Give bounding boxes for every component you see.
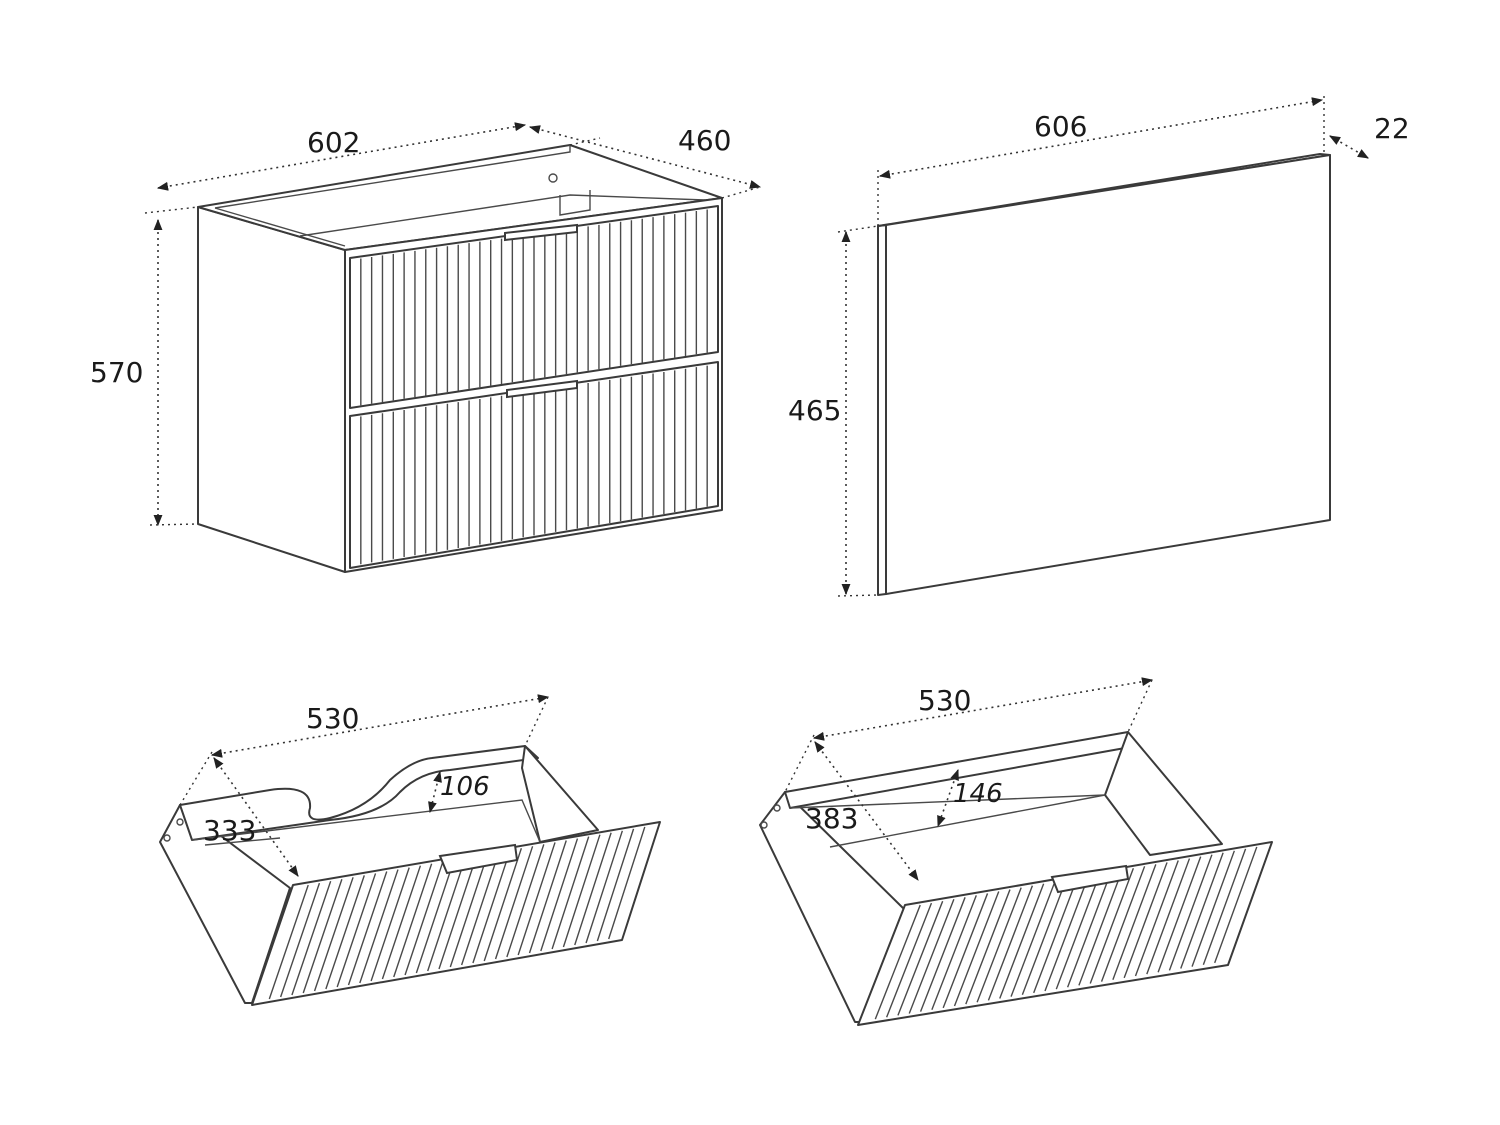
flute-line xyxy=(885,902,933,1018)
flute-line xyxy=(1100,866,1146,982)
flute-line xyxy=(874,904,921,1020)
flute-line xyxy=(1123,862,1168,979)
flute-line xyxy=(381,865,422,980)
mirror-panel: 606 22 465 xyxy=(788,96,1410,597)
cabinet-height-label: 570 xyxy=(90,356,143,389)
drawer1-height-label: 106 xyxy=(440,772,490,802)
flute-line xyxy=(1089,868,1135,984)
flute-line xyxy=(449,853,489,968)
flute-line xyxy=(1033,877,1078,994)
flute-line xyxy=(483,848,523,962)
drawer2-right-side xyxy=(1104,731,1223,856)
flute-line xyxy=(1044,875,1090,992)
flute-line xyxy=(1010,881,1056,997)
flute-line xyxy=(506,844,545,958)
vanity-cabinet: 602 460 570 xyxy=(90,122,762,573)
flute-line xyxy=(325,875,365,990)
flute-line xyxy=(965,889,1011,1005)
flute-line xyxy=(438,855,478,970)
flute-line xyxy=(336,873,377,988)
mirror-side-edge xyxy=(877,224,887,596)
flute-line xyxy=(596,828,635,942)
flute-line xyxy=(1134,860,1179,977)
flute-line xyxy=(347,871,388,986)
drawer2-height-label: 146 xyxy=(953,779,1003,809)
flute-line xyxy=(1112,864,1157,980)
drawer1-handle xyxy=(438,843,519,875)
drawer1-fluting xyxy=(268,826,646,1000)
flute-line xyxy=(999,883,1045,999)
flute-line xyxy=(1214,846,1258,964)
flute-line xyxy=(517,842,556,956)
flute-line xyxy=(460,851,500,966)
flute-line xyxy=(540,838,579,952)
flute-line xyxy=(1055,873,1101,990)
flute-line xyxy=(370,867,410,982)
flute-line xyxy=(1157,856,1202,973)
flute-line xyxy=(359,869,399,984)
flute-line xyxy=(1168,854,1213,971)
flute-line xyxy=(919,897,966,1012)
mirror-front xyxy=(885,154,1331,595)
cabinet-side-panel xyxy=(197,206,346,573)
drawer2-depth-label: 383 xyxy=(805,802,858,835)
drawer2-fluting xyxy=(874,846,1258,1020)
drawer1-left-side xyxy=(159,804,291,1004)
flute-line xyxy=(1202,848,1247,965)
flute-line xyxy=(268,884,309,1000)
flute-line xyxy=(953,891,1000,1007)
mirror-height-label: 465 xyxy=(788,394,841,427)
flute-line xyxy=(897,900,944,1016)
flute-line xyxy=(608,826,646,940)
flute-line xyxy=(1021,879,1067,995)
flute-line xyxy=(585,830,624,944)
flute-line xyxy=(1180,852,1224,969)
flute-line xyxy=(1146,858,1191,975)
cabinet-upper-handle xyxy=(504,223,578,242)
cabinet-fluting xyxy=(360,209,708,565)
mirror-thickness-label: 22 xyxy=(1374,112,1410,145)
flute-line xyxy=(528,840,567,954)
flute-line xyxy=(494,846,534,960)
drawer-standard: 530 383 146 xyxy=(759,677,1273,1026)
flute-line xyxy=(908,898,955,1014)
drawer1-depth-label: 333 xyxy=(203,814,256,847)
flute-line xyxy=(472,849,511,964)
flute-line xyxy=(942,893,989,1009)
flute-line xyxy=(393,863,433,978)
cabinet-depth-label: 460 xyxy=(678,124,731,157)
flute-line xyxy=(427,857,466,972)
flute-line xyxy=(987,885,1034,1001)
mirror-width-label: 606 xyxy=(1034,110,1087,143)
drawer2-handle xyxy=(1050,864,1130,894)
drawer1-front-panel xyxy=(251,821,661,1006)
flute-line xyxy=(1078,869,1123,986)
flute-line xyxy=(574,832,612,946)
flute-line xyxy=(1191,850,1236,967)
flute-line xyxy=(291,880,332,996)
flute-line xyxy=(404,861,444,976)
drawer1-width-label: 530 xyxy=(306,702,359,735)
cabinet-width-label: 602 xyxy=(307,126,360,159)
flute-line xyxy=(1066,871,1112,988)
flute-line xyxy=(551,836,590,950)
drawer-with-cutout: 530 333 106 xyxy=(159,694,661,1006)
flute-line xyxy=(313,877,354,992)
flute-line xyxy=(976,887,1022,1003)
flute-line xyxy=(302,879,343,994)
cabinet-lower-handle xyxy=(506,379,578,399)
drawer2-width-label: 530 xyxy=(918,684,971,717)
flute-line xyxy=(931,895,977,1011)
flute-line xyxy=(279,882,321,998)
flute-line xyxy=(415,859,455,974)
flute-line xyxy=(562,834,601,948)
